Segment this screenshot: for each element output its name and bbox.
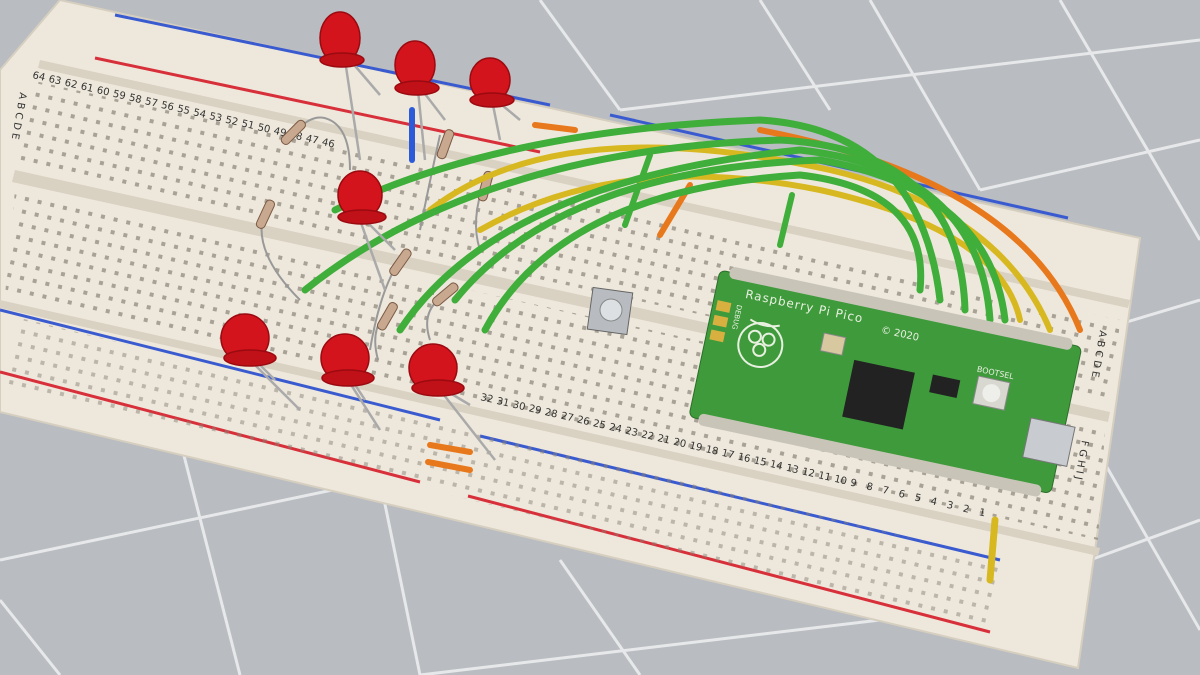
column-number: 53 bbox=[208, 111, 223, 125]
rail-divider-top bbox=[38, 60, 1130, 308]
column-number: 7 bbox=[881, 485, 890, 497]
column-number: 29 bbox=[528, 403, 543, 417]
column-number: 63 bbox=[47, 74, 62, 88]
column-number: 55 bbox=[176, 104, 191, 118]
column-number: 46 bbox=[321, 137, 336, 151]
column-number: 47 bbox=[305, 133, 320, 147]
led bbox=[408, 343, 465, 397]
raspberry-logo-icon bbox=[737, 318, 784, 369]
column-number: 28 bbox=[544, 407, 559, 421]
column-number: 14 bbox=[769, 459, 784, 473]
column-number: 27 bbox=[560, 411, 575, 425]
flash-chip bbox=[929, 374, 961, 398]
column-numbers-bottom: 3231302928272625242322212019181716151413… bbox=[479, 392, 986, 519]
resistor-bodies bbox=[255, 119, 494, 331]
column-number: 60 bbox=[96, 85, 111, 99]
jumper-wires bbox=[301, 107, 1083, 584]
leds bbox=[220, 11, 515, 397]
column-number: 4 bbox=[929, 496, 938, 508]
column-number: 50 bbox=[256, 122, 271, 136]
column-number: 26 bbox=[576, 414, 591, 428]
led bbox=[337, 170, 387, 225]
column-number: 17 bbox=[720, 448, 735, 462]
column-number: 52 bbox=[224, 115, 239, 129]
column-number: 61 bbox=[80, 81, 95, 95]
column-number: 23 bbox=[624, 426, 639, 440]
column-number: 16 bbox=[737, 452, 752, 466]
column-number: 5 bbox=[913, 492, 922, 504]
led bbox=[394, 40, 440, 96]
led bbox=[320, 333, 375, 387]
column-number: 6 bbox=[897, 489, 906, 501]
push-button[interactable] bbox=[586, 286, 634, 336]
column-number: 19 bbox=[688, 440, 703, 454]
rail-divider-bottom bbox=[0, 300, 1100, 556]
column-number: 1 bbox=[978, 507, 987, 519]
column-number: 8 bbox=[865, 481, 874, 493]
crystal bbox=[819, 332, 847, 356]
usb-port bbox=[1022, 417, 1076, 467]
column-number: 51 bbox=[240, 118, 255, 132]
column-number: 9 bbox=[849, 478, 858, 490]
column-number: 31 bbox=[495, 396, 510, 410]
column-number: 59 bbox=[112, 89, 127, 103]
column-number: 18 bbox=[704, 444, 719, 458]
column-number: 58 bbox=[128, 92, 143, 106]
column-number: 64 bbox=[31, 70, 46, 84]
column-number: 11 bbox=[817, 470, 832, 484]
breadboard-holes-rail bbox=[5, 318, 1000, 628]
column-number: 22 bbox=[640, 429, 655, 443]
column-number: 25 bbox=[592, 418, 607, 432]
rp2040-chip bbox=[842, 359, 915, 430]
column-number: 32 bbox=[479, 392, 494, 406]
column-number: 54 bbox=[192, 107, 207, 121]
led bbox=[469, 57, 515, 108]
column-number: 56 bbox=[160, 100, 175, 114]
column-number: 3 bbox=[946, 500, 955, 512]
column-number: 20 bbox=[672, 437, 687, 451]
debug-pads bbox=[709, 300, 732, 343]
bootsel-button[interactable] bbox=[972, 375, 1011, 411]
column-number: 12 bbox=[801, 466, 816, 480]
pico-pins bbox=[698, 267, 1073, 497]
column-number: 30 bbox=[511, 400, 526, 414]
column-number: 57 bbox=[144, 96, 159, 110]
raspberry-pi-pico: Raspberry Pi Pico © 2020 BOOTSEL DEBUG bbox=[689, 267, 1082, 497]
column-number: 2 bbox=[962, 504, 971, 516]
column-number: 10 bbox=[833, 474, 848, 488]
column-number: 21 bbox=[656, 433, 671, 447]
column-number: 13 bbox=[785, 463, 800, 477]
column-number: 24 bbox=[608, 422, 623, 436]
led bbox=[319, 11, 365, 68]
column-number: 15 bbox=[753, 455, 768, 469]
led bbox=[220, 313, 277, 367]
column-number: 62 bbox=[63, 78, 78, 92]
column-numbers-top: 64636261605958575655545352515049484746 bbox=[31, 70, 335, 150]
